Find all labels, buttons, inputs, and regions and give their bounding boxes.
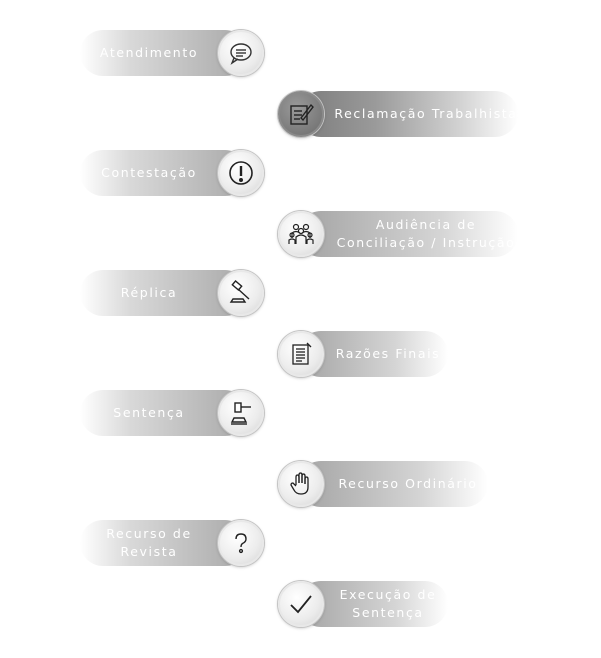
step-pill: Recurso Ordinário [298, 461, 488, 507]
timeline-step-sentenca: Sentença [80, 390, 264, 436]
step-icon-circle [218, 390, 264, 436]
hand-stop-icon [290, 472, 309, 495]
timeline-step-execucao-de-sentenca: Execução de Sentença [278, 581, 448, 627]
step-label: Recurso de Revista [106, 526, 192, 559]
document-list-icon [292, 342, 312, 365]
timeline-step-razoes-finais: Razões Finais [278, 331, 448, 377]
step-icon-circle [278, 331, 324, 377]
gavel-block-icon [230, 402, 251, 425]
step-icon-circle [218, 150, 264, 196]
step-pill: Audiência de Conciliação / Instrução [298, 211, 518, 257]
step-label: Réplica [120, 285, 178, 300]
step-label: Atendimento [99, 45, 199, 60]
step-label: Recurso Ordinário [338, 476, 478, 491]
step-icon-circle [278, 91, 324, 137]
timeline-step-recurso-de-revista: Recurso de Revista [80, 520, 264, 566]
timeline-step-contestacao: Contestação [80, 150, 264, 196]
step-icon-circle [278, 461, 324, 507]
step-label: Audiência de Conciliação / Instrução [336, 217, 516, 250]
question-icon [235, 533, 247, 554]
timeline-step-atendimento: Atendimento [80, 30, 264, 76]
timeline-step-audiencia: Audiência de Conciliação / Instrução [278, 211, 518, 257]
timeline-step-reclamacao-trabalhista: Reclamação Trabalhista [278, 91, 518, 137]
people-group-icon [288, 223, 314, 244]
step-label: Sentença [113, 405, 185, 420]
exclamation-icon [229, 161, 253, 185]
timeline-step-recurso-ordinario: Recurso Ordinário [278, 461, 488, 507]
step-icon-circle [218, 270, 264, 316]
step-label: Reclamação Trabalhista [334, 106, 518, 121]
document-pen-icon [290, 103, 314, 125]
speech-bubble-icon [230, 43, 252, 65]
step-icon-circle [218, 520, 264, 566]
gavel-icon [229, 280, 250, 303]
step-label: Razões Finais [335, 346, 441, 361]
step-label: Execução de Sentença [339, 587, 437, 620]
step-icon-circle [278, 211, 324, 257]
step-label: Contestação [101, 165, 197, 180]
step-icon-circle [278, 581, 324, 627]
step-icon-circle [218, 30, 264, 76]
step-pill: Reclamação Trabalhista [298, 91, 518, 137]
checkmark-icon [290, 595, 312, 614]
timeline-step-replica: Réplica [80, 270, 264, 316]
